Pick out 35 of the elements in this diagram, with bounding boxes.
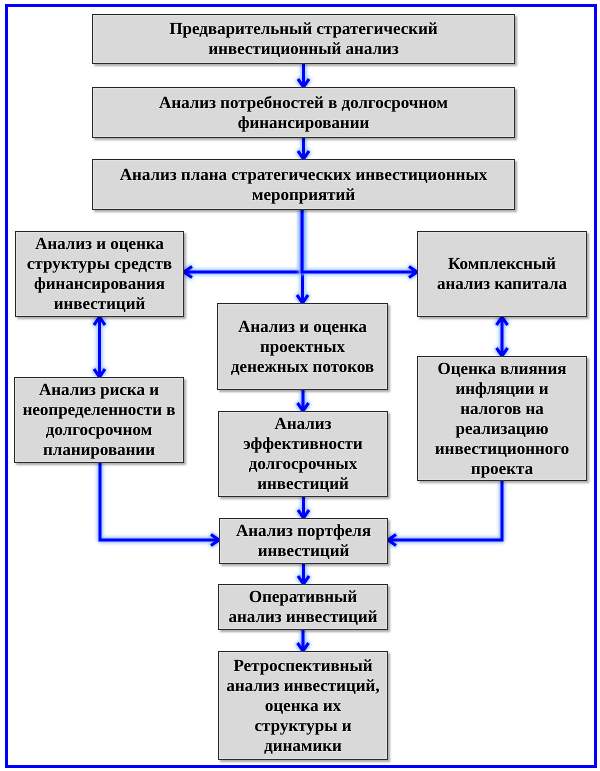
process-box [14,377,184,463]
box-label: Анализ потребностей в долгосрочном финансировании [158,92,449,132]
arrow [296,630,310,652]
double-arrow [495,316,509,358]
arrow [98,463,220,547]
box-label: Оценка влияния инфляции и налогов на реализацию инвестиционного проекта [434,358,570,478]
process-box [218,411,388,497]
arrow [296,564,310,586]
arrow [296,390,310,412]
arrow [296,210,310,304]
process-box [417,231,587,317]
arrow [296,64,310,88]
double-arrow [92,316,106,378]
process-box [417,356,587,481]
box-label: Предварительный стратегический инвестиционный анализ [168,19,439,59]
process-box [92,14,515,64]
process-box [15,231,184,317]
process-box [92,159,515,210]
process-box [218,584,388,630]
box-label: Анализ плана стратегических инвестиционных мероприятий [118,164,488,204]
box-label: Анализ и оценка структуры средств финансирования инвестиций [26,234,174,314]
process-box [218,651,388,760]
box-label: Оперативный анализ инвестиций [228,587,378,627]
process-box [92,87,515,138]
process-box [219,518,388,564]
box-label: Анализ и оценка проектных денежных потоков [230,316,376,376]
arrow [296,138,310,160]
process-box [217,303,388,390]
box-label: Анализ риска и неопределенности в долгосрочном планировании [22,380,176,460]
box-label: Комплексный анализ капитала [436,254,568,294]
box-label: Ретроспективный анализ инвестиций, оценка их структуры и динамики [225,656,381,756]
box-label: Анализ портфеля инвестиций [234,521,372,561]
arrow [296,497,310,520]
box-label: Анализ эффективности долгосрочных инвестиций [242,414,364,494]
arrow [386,481,504,547]
